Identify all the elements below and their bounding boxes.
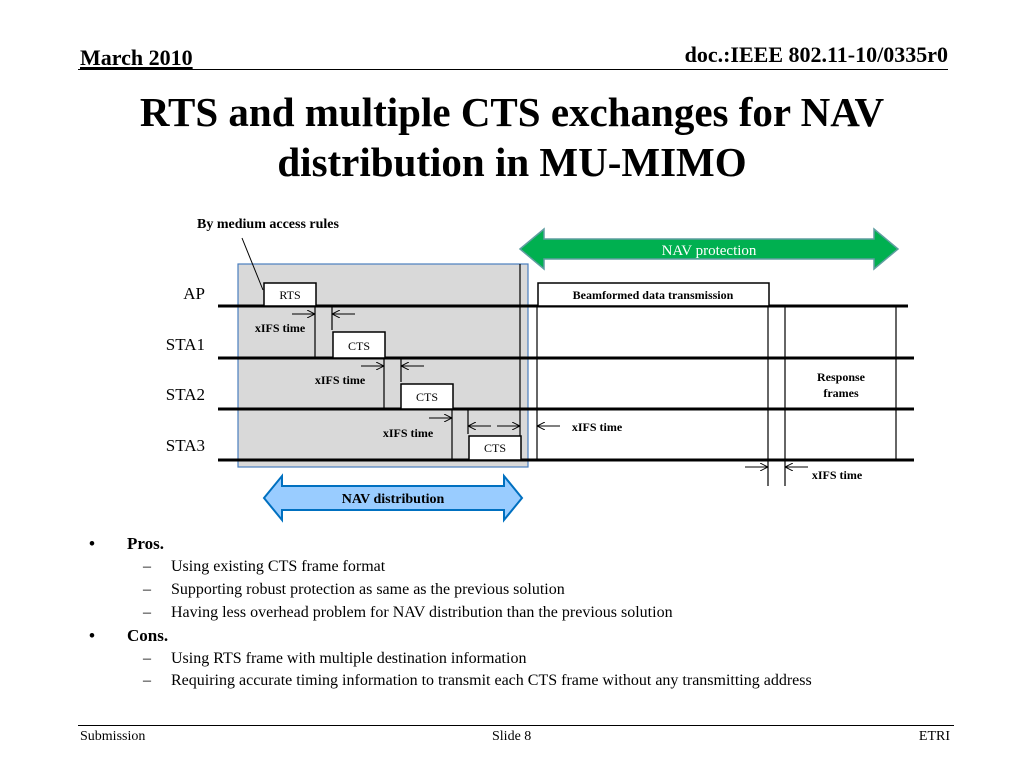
list-item-text: Supporting robust protection as same as … [171,581,565,598]
list-item: – Using existing CTS frame format [86,557,946,576]
nav-distribution-arrow [262,473,524,523]
bullet-cons-label: Cons. [127,626,169,645]
cts-frame-sta3 [468,435,522,461]
station-label-sta2: STA2 [166,385,205,404]
footer-slide-number: Slide 8 [492,729,532,744]
cts-frame-sta1-label: CTS [348,339,370,353]
medium-access-annotation: By medium access rules [197,217,339,232]
bullet-cons: • Cons. [86,626,946,645]
list-item-text: Using RTS frame with multiple destinatio… [171,650,527,667]
xifs-label-5: xIFS time [812,468,863,482]
list-item-text: Having less overhead problem for NAV dis… [171,604,673,621]
slide-title-line-1: RTS and multiple CTS exchanges for NAV [139,89,885,135]
bullet-pros-label: Pros. [127,534,164,553]
dash-icon: – [143,672,151,689]
header-divider [78,69,948,70]
bullet-dot-icon: • [89,626,95,645]
cts-frame-sta2 [400,383,454,410]
rts-frame-label: RTS [279,288,300,302]
xifs-label-4: xIFS time [572,420,623,434]
list-item: – Having less overhead problem for NAV di… [86,603,946,622]
cons-items: – Using RTS frame with multiple destinati… [86,649,946,689]
annotation-pointer [241,237,264,291]
cts-frame-sta1 [332,331,386,359]
nav-protection-arrow [518,227,900,271]
dash-icon: – [143,581,151,598]
response-frames-label-1: Response [817,370,866,384]
list-item: – Using RTS frame with multiple destinati… [86,649,946,668]
xifs-label-2: xIFS time [315,373,366,387]
list-item: – Requiring accurate timing information t… [86,672,946,689]
rts-frame [263,282,317,307]
nav-distribution-label: NAV distribution [342,492,445,507]
slide-title: RTS and multiple CTS exchanges for NAV d… [40,87,984,187]
station-label-sta3: STA3 [166,436,205,455]
beamformed-data-frame [537,282,770,307]
dash-icon: – [143,558,151,575]
footer-submission: Submission [80,729,146,744]
response-frames-label-2: frames [823,386,859,400]
nav-protection-label: NAV protection [662,243,757,259]
header-doc-id: doc.:IEEE 802.11-10/0335r0 [684,42,948,67]
list-item-text: Using existing CTS frame format [171,558,386,575]
header-date: March 2010 [80,45,193,70]
bullet-pros: • Pros. [86,534,946,553]
xifs-arrows [292,314,808,467]
timing-markers [314,264,897,486]
xifs-label-1: xIFS time [255,321,306,335]
station-label-sta1: STA1 [166,335,205,354]
list-item: – Supporting robust protection as same as… [86,580,946,599]
footer-organization: ETRI [918,729,950,744]
dash-icon: – [143,650,151,667]
dash-icon: – [143,604,151,621]
pros-items: – Using existing CTS frame format – Suppor… [86,557,946,622]
station-label-ap: AP [183,284,205,303]
bullet-dot-icon: • [89,534,95,553]
footer-divider [78,725,954,726]
cts-frame-sta2-label: CTS [416,390,438,404]
pros-cons-list: • Pros. – Using existing CTS frame format… [86,534,946,693]
cts-frame-sta3-label: CTS [484,441,506,455]
xifs-label-3: xIFS time [383,426,434,440]
slide-title-line-2: distribution in MU-MIMO [277,139,747,185]
beamformed-data-label: Beamformed data transmission [573,288,734,302]
list-item-text: Requiring accurate timing information to… [171,672,812,689]
